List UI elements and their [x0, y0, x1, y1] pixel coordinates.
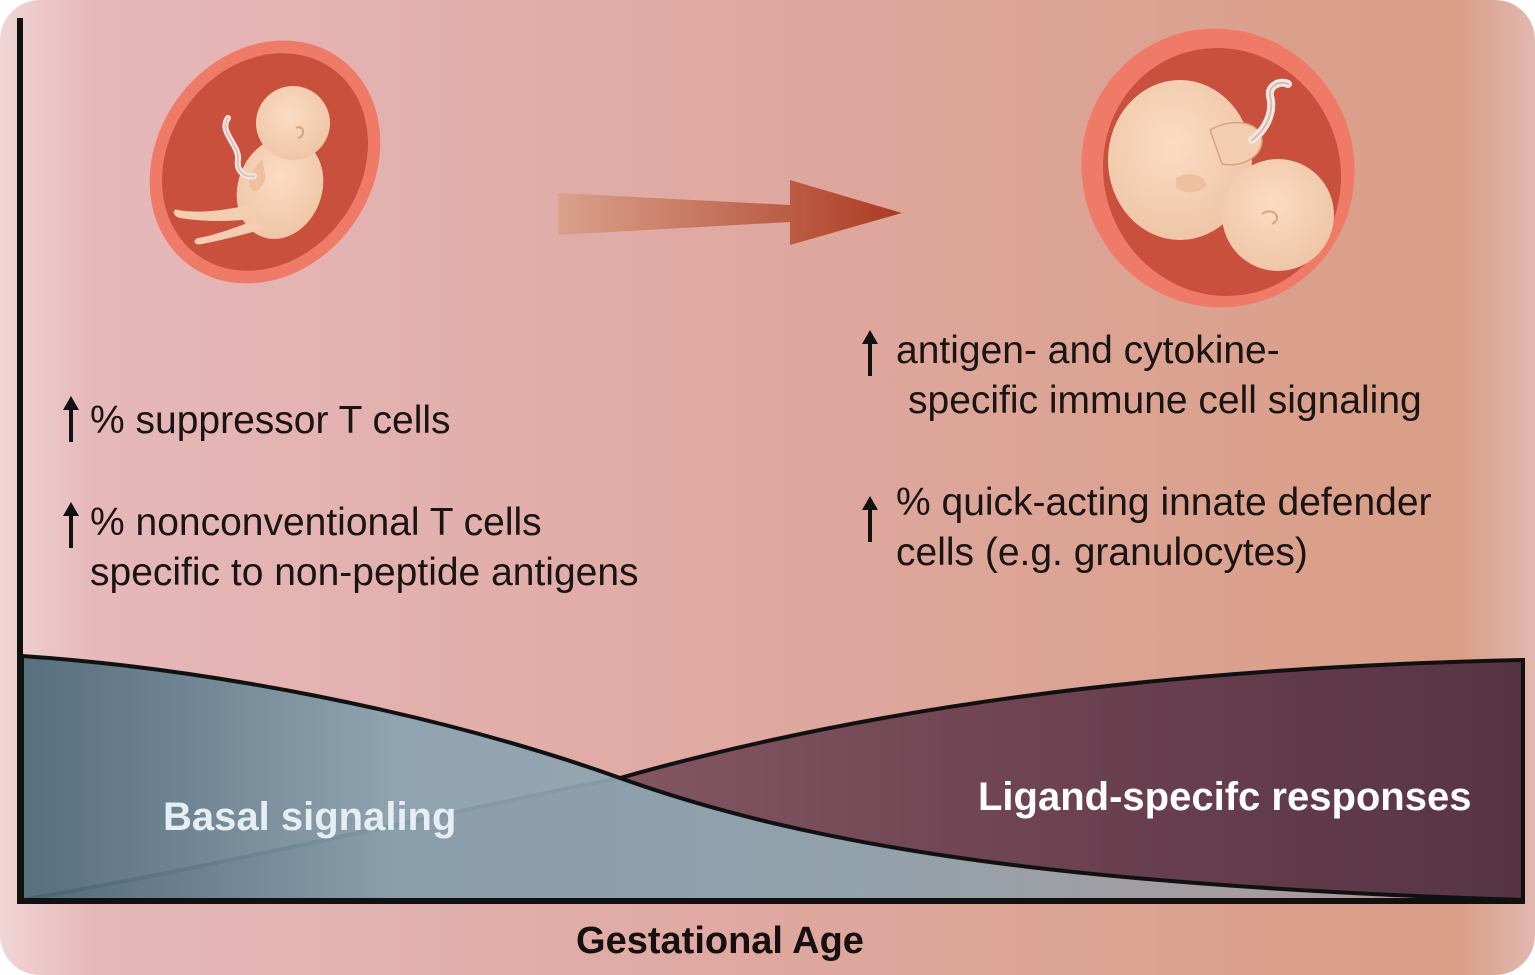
feature-nonconventional-t-cells-line2: specific to non-peptide antigens [90, 551, 639, 594]
feature-suppressor-t-cells: % suppressor T cells [90, 399, 451, 442]
feature-antigen-cytokine-line1: antigen- and cytokine- [896, 329, 1280, 372]
feature-innate-defender-line1: % quick-acting innate defender [896, 481, 1432, 524]
up-arrow-icon [63, 396, 79, 442]
feature-nonconventional-t-cells-line1: % nonconventional T cells [90, 501, 542, 544]
up-arrow-icon [63, 502, 79, 548]
basal-signaling-label: Basal signaling [163, 795, 457, 839]
right-arrow-icon [558, 180, 902, 245]
up-arrow-icon [862, 330, 878, 376]
early-fetus-icon [149, 40, 381, 284]
feature-innate-defender-line2: cells (e.g. granulocytes) [896, 531, 1308, 574]
late-fetus-icon [1081, 28, 1355, 308]
basal-signaling-area [20, 653, 1524, 902]
ligand-specific-label: Ligand-specifc responses [978, 775, 1472, 819]
up-arrow-icon [862, 496, 878, 542]
x-axis-title: Gestational Age [576, 920, 864, 962]
feature-antigen-cytokine-line2: specific immune cell signaling [908, 379, 1422, 422]
